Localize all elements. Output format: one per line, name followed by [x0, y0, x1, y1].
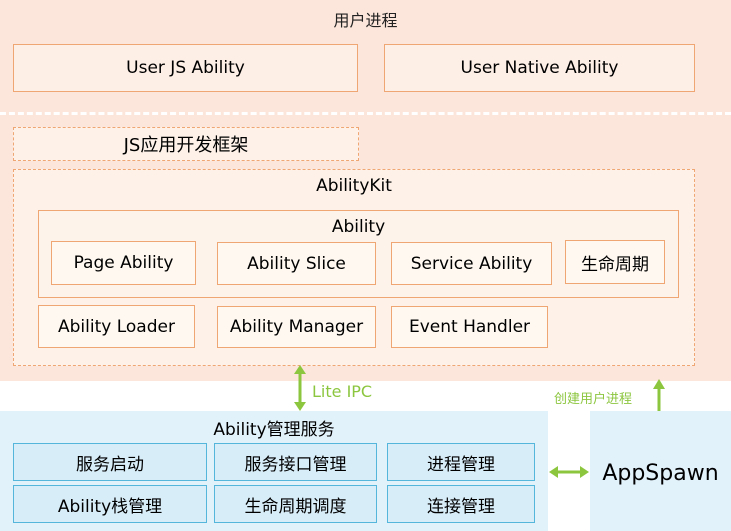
- ability-stack-management: Ability栈管理: [13, 485, 207, 523]
- ability-manager: Ability Manager: [217, 306, 376, 348]
- ability-slice: Ability Slice: [217, 242, 376, 285]
- page-ability: Page Ability: [51, 241, 196, 285]
- create-user-process-label: 创建用户进程: [554, 392, 633, 407]
- process-management: 进程管理: [387, 443, 535, 481]
- connection-management: 连接管理: [387, 485, 535, 523]
- ability-service-title: Ability管理服务: [213, 419, 335, 440]
- js-app-framework: JS应用开发框架: [13, 127, 359, 161]
- event-handler: Event Handler: [391, 306, 548, 348]
- user-process-title: 用户进程: [333, 11, 398, 30]
- service-start: 服务启动: [13, 443, 207, 481]
- ability-group-title: Ability: [331, 217, 386, 237]
- appspawn-label: AppSpawn: [602, 460, 719, 486]
- create-process-arrow-icon: [653, 379, 665, 411]
- service-interface-management: 服务接口管理: [214, 443, 377, 481]
- ability-kit-title: AbilityKit: [316, 176, 392, 196]
- lifecycle: 生命周期: [565, 240, 665, 284]
- process-divider: [0, 112, 731, 115]
- ability-loader: Ability Loader: [38, 305, 195, 348]
- appspawn-region: [590, 411, 731, 531]
- service-ability: Service Ability: [391, 242, 552, 285]
- lite-ipc-arrow-icon: [294, 365, 306, 411]
- lite-ipc-label: Lite IPC: [312, 382, 373, 401]
- lifecycle-scheduling: 生命周期调度: [214, 485, 377, 523]
- appspawn-link-arrow-icon: [549, 466, 589, 478]
- user-native-ability: User Native Ability: [384, 44, 695, 92]
- user-js-ability: User JS Ability: [13, 44, 358, 92]
